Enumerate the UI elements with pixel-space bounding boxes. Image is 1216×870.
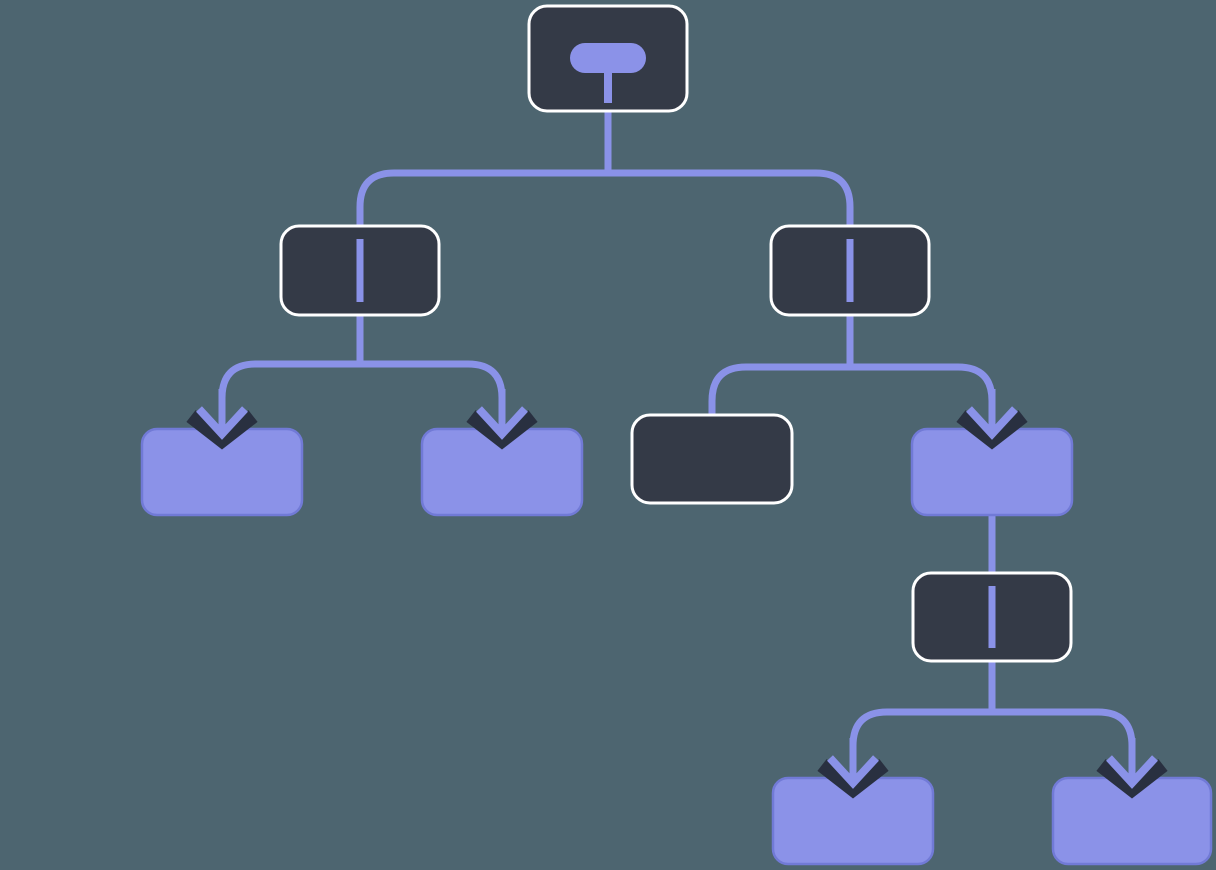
chevron-shadow-icon	[817, 759, 889, 799]
arrow-head	[196, 406, 248, 440]
root-pill-icon	[570, 43, 646, 73]
node-dark-leaf[interactable]	[630, 413, 794, 505]
arrows-layer	[186, 389, 1168, 799]
chevron-arrow-icon	[817, 738, 889, 799]
node-branch-right[interactable]	[769, 224, 931, 317]
node-mid-pass[interactable]	[911, 571, 1073, 663]
chevron-shadow-icon	[956, 410, 1028, 450]
chevron-arrow-icon	[186, 389, 258, 450]
root-stem-icon	[604, 73, 612, 103]
arrow-head	[1106, 755, 1158, 789]
nodes-layer	[140, 4, 1213, 866]
chevron-shadow-icon	[1096, 759, 1168, 799]
chevron-shadow-icon	[466, 410, 538, 450]
chevron-arrow-icon	[466, 389, 538, 450]
connectors-layer	[218, 111, 1136, 747]
node-branch-left[interactable]	[279, 224, 441, 317]
chevron-arrow-icon	[1096, 738, 1168, 799]
node-root[interactable]	[527, 4, 689, 113]
dark-node-box	[630, 413, 794, 505]
connector-line	[356, 111, 854, 226]
chevron-shadow-icon	[186, 410, 258, 450]
chevron-arrow-icon	[956, 389, 1028, 450]
arrow-head	[827, 755, 879, 789]
arrow-head	[966, 406, 1018, 440]
arrow-head	[476, 406, 528, 440]
